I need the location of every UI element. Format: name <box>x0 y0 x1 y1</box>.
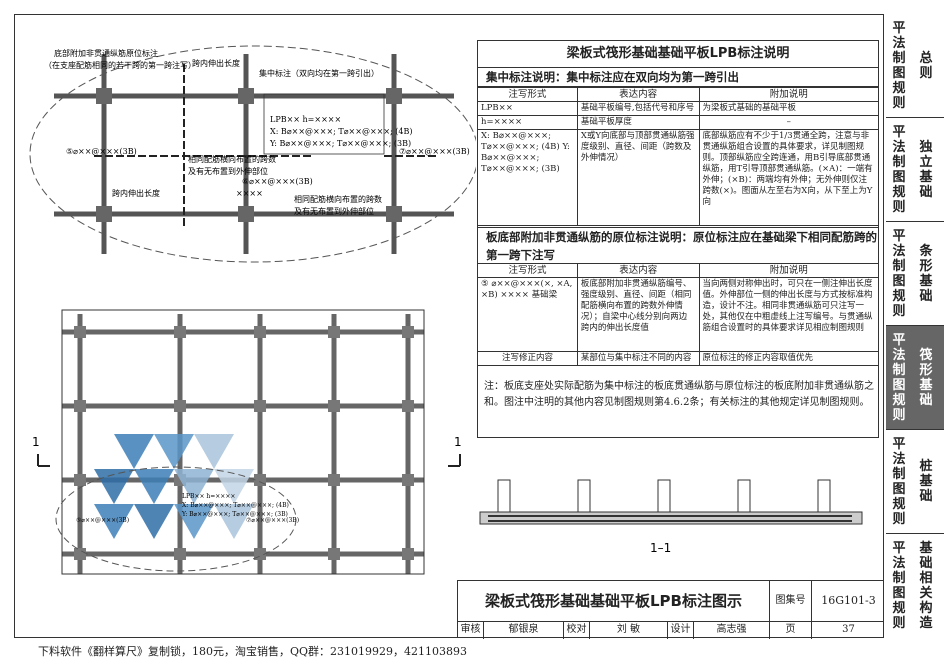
atlas-number: 16G101-3 <box>821 594 876 607</box>
plan-drawing: 底部附加非贯通纵筋原位标注 （在支座配筋相同的若干跨的第一跨注写） 跨内伸出长度… <box>29 45 476 575</box>
original-annotation-table: 注写形式 表达内容 附加说明 ⑤ ⌀××@×××(×, ×A, ×B) ××××… <box>477 263 880 366</box>
watermark-logo <box>94 434 254 539</box>
table-cell: h=×××× <box>477 115 578 130</box>
page-label: 页 <box>770 621 812 639</box>
header-cell: 表达内容 <box>576 263 700 278</box>
sidebar-tab-label: 桩基础 <box>919 459 933 504</box>
sidebar-tab-label: 筏形基础 <box>919 347 933 408</box>
header-cell: 附加说明 <box>698 263 880 278</box>
table-cell: 为梁板式基础的基础平板 <box>698 101 879 116</box>
designer-name: 高志强 <box>694 621 770 639</box>
table-cell: LPB×× <box>477 101 578 116</box>
central-line-2: X: B⌀××@×××; T⌀××@×××; (4B) <box>270 127 413 136</box>
label-same-2: 及有无布置到外伸部位 <box>188 166 268 176</box>
check-label: 校对 <box>564 621 590 639</box>
table-cell: 原位标注的修正内容取值优先 <box>698 351 880 366</box>
annotation-explanation-panel: 梁板式筏形基础基础平板LPB标注说明 集中标注说明：集中标注应在双向均为第一跨引… <box>477 40 880 438</box>
detail-columns <box>96 88 402 222</box>
mini-rebar-a: ⑤⌀××@×××(3B) <box>76 517 129 524</box>
section-mark-right: 1 <box>454 435 462 449</box>
table-cell: ⑤ ⌀××@×××(×, ×A, ×B) ×××× 基础梁 <box>477 277 578 352</box>
label-same-1: 相同配筋横向布置的跨数 <box>188 154 276 164</box>
section2-heading: 板底部附加非贯通纵筋的原位标注说明：原位标注应在基础梁下相同配筋跨的第一跨下注写 <box>478 227 878 263</box>
section-1-1-drawing: 1–1 <box>479 479 863 555</box>
header-cell: 注写形式 <box>477 263 578 278</box>
table-cell: 某部位与集中标注不同的内容 <box>576 351 700 366</box>
section1-heading: 集中标注说明：集中标注应在双向均为第一跨引出 <box>478 67 878 87</box>
dim-label: ×××× <box>236 189 263 198</box>
drawing-title: 梁板式筏形基础基础平板LPB标注图示 <box>458 581 770 621</box>
central-line-1: LPB×× h=×××× <box>270 115 341 124</box>
reviewer-name: 郁银泉 <box>484 621 564 639</box>
sidebar-tab-raft-foundation[interactable]: 平法制图规则 筏形基础 <box>886 326 944 430</box>
footer-text: 下料软件《翻样算尺》复制锁，180元，淘宝销售，QQ群：231019929，42… <box>38 645 468 658</box>
table-cell: X: B⌀××@×××; T⌀××@×××; (4B) Y: B⌀××@×××;… <box>477 129 578 226</box>
header-cell: 表达内容 <box>576 87 700 102</box>
header-cell: 附加说明 <box>698 87 879 102</box>
sidebar-tab-pile-foundation[interactable]: 平法制图规则 桩基础 <box>886 430 944 534</box>
label-span-in-2: 跨内伸出长度 <box>112 188 160 198</box>
sidebar-tab-category: 平法制图规则 <box>892 541 906 631</box>
design-label: 设计 <box>668 621 694 639</box>
sidebar-tab-category: 平法制图规则 <box>892 436 906 527</box>
table-cell: 基础平板编号,包括代号和序号 <box>576 101 700 116</box>
checker-name: 刘 敏 <box>590 621 668 639</box>
mini-rebar-b: ⑦⌀××@×××(3B) <box>246 517 299 524</box>
label-same-4: 及有无布置到外伸部位 <box>294 206 374 216</box>
review-label: 审核 <box>458 621 484 639</box>
label-bottom-extra: 底部附加非贯通纵筋原位标注 <box>54 48 158 58</box>
drawing-frame <box>14 14 884 638</box>
label-span-in: 跨内伸出长度 <box>192 58 240 68</box>
label-bottom-extra-note: （在支座配筋相同的若干跨的第一跨注写） <box>44 60 196 70</box>
rebar-label-d: ⑥⌀××@×××(3B) <box>242 177 313 186</box>
label-central: 集中标注（双向均在第一跨引出） <box>259 68 379 78</box>
sidebar-tab-category: 平法制图规则 <box>892 124 906 215</box>
sidebar-tab-related-details[interactable]: 平法制图规则 基础相关构造 <box>886 534 944 638</box>
table-cell: 当向两侧对称伸出时，可只在一侧注伸出长度值。外伸部位一侧的伸出长度与方式按标准构… <box>698 277 880 352</box>
table-cell: 板底部附加非贯通纵筋编号、强度级别、直径、间距（相同配筋横向布置的跨数外伸情况）… <box>576 277 700 352</box>
plan-grid <box>62 314 424 574</box>
mini-central-line-2: X: B⌀××@×××; T⌀××@×××; (4B) <box>182 502 289 509</box>
title-block: 梁板式筏形基础基础平板LPB标注图示 图集号 16G101-3 审核 郁银泉 校… <box>457 580 884 639</box>
sidebar-tab-label: 总则 <box>919 50 933 81</box>
section-mark-left: 1 <box>32 435 40 449</box>
page-number: 37 <box>842 624 855 635</box>
panel-note: 注：板底支座处实际配筋为集中标注的板底贯通纵筋与原位标注的板底附加非贯通纵筋之和… <box>484 381 874 408</box>
rebar-label-a: ⑤⌀××@×××(3B) <box>66 147 137 156</box>
table-cell: 注写修正内容 <box>477 351 578 366</box>
sidebar-tab-isolated-foundation[interactable]: 平法制图规则 独立基础 <box>886 118 944 222</box>
header-cell: 注写形式 <box>477 87 578 102</box>
mini-central-line-3: Y: B⌀××@×××; T⌀××@×××; (3B) <box>181 511 288 518</box>
rebar-label-b: ⑦⌀××@×××(3B) <box>399 147 470 156</box>
table-cell: – <box>698 115 879 130</box>
central-annotation-table: 注写形式 表达内容 附加说明 LPB×× 基础平板编号,包括代号和序号 为梁板式… <box>477 87 879 226</box>
detail-ellipse <box>29 45 476 263</box>
table-cell: X或Y向底部与顶部贯通纵筋强度级别、直径、间距（跨数及外伸情况） <box>576 129 700 226</box>
sidebar-tab-label: 基础相关构造 <box>919 541 933 631</box>
sidebar-tab-category: 平法制图规则 <box>892 332 906 423</box>
sidebar-tab-general[interactable]: 平法制图规则 总则 <box>886 14 944 118</box>
sidebar-tab-strip-foundation[interactable]: 平法制图规则 条形基础 <box>886 222 944 326</box>
table-cell: 基础平板厚度 <box>576 115 700 130</box>
chapter-sidebar: 平法制图规则 总则 平法制图规则 独立基础 平法制图规则 条形基础 平法制图规则… <box>886 14 944 638</box>
sidebar-tab-label: 独立基础 <box>919 139 933 200</box>
sidebar-tab-label: 条形基础 <box>919 243 933 304</box>
sidebar-tab-category: 平法制图规则 <box>892 228 906 319</box>
sidebar-tab-category: 平法制图规则 <box>892 20 906 111</box>
atlas-label: 图集号 <box>770 581 812 621</box>
section-title: 1–1 <box>650 541 671 555</box>
label-same-3: 相同配筋横向布置的跨数 <box>294 194 382 204</box>
table-cell: 底部纵筋应有不少于1/3贯通全跨，注意与非贯通纵筋组合设置的具体要求，详见制图规… <box>698 129 879 226</box>
mini-central-line-1: LPB×× h=×××× <box>182 493 235 500</box>
panel-title: 梁板式筏形基础基础平板LPB标注说明 <box>478 41 878 68</box>
central-line-3: Y: B⌀××@×××; T⌀××@×××; (3B) <box>269 139 411 148</box>
